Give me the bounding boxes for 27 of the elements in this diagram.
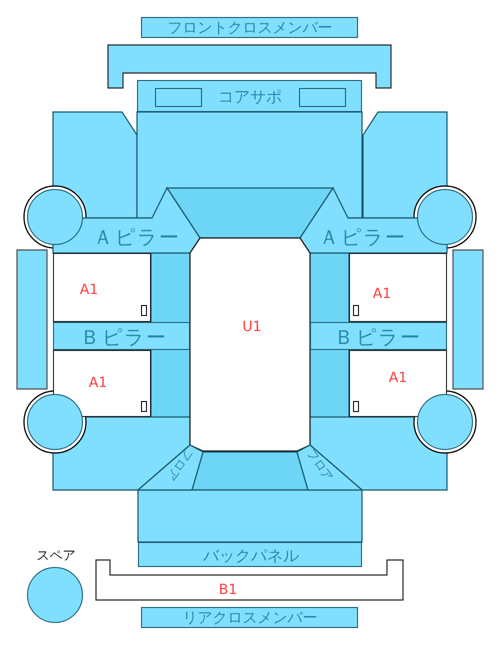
area-label: A1 xyxy=(80,283,98,297)
part-label: フロントクロスメンバー xyxy=(168,20,332,36)
pillar-panel xyxy=(310,322,447,350)
pillar-panel xyxy=(53,322,190,350)
area-label: A1 xyxy=(388,371,408,385)
back-panel-band xyxy=(138,542,362,567)
part-label: フロア xyxy=(164,446,196,484)
part-label: Ｂピラー xyxy=(80,327,168,347)
part-label: Ａピラー xyxy=(93,227,181,247)
door-area xyxy=(349,253,447,322)
part-label: フロア xyxy=(304,446,336,484)
cross-member-bar xyxy=(141,17,358,38)
part-label: スペア xyxy=(36,550,76,562)
door-area xyxy=(349,350,447,417)
part-label: バックパネル xyxy=(203,548,299,564)
door-area xyxy=(53,350,151,417)
part-label: コアサポ xyxy=(218,89,282,105)
door-area xyxy=(53,253,151,322)
cabin-area xyxy=(190,238,310,451)
part-label: リアクロスメンバー xyxy=(182,610,318,626)
core-support-panel xyxy=(137,80,362,112)
part-label: Ｂピラー xyxy=(334,327,422,347)
area-label: U1 xyxy=(242,320,262,334)
part-label: Ａピラー xyxy=(319,227,407,247)
cross-member-bar xyxy=(141,607,358,628)
area-label: A1 xyxy=(372,287,392,301)
area-label: A1 xyxy=(88,376,108,390)
